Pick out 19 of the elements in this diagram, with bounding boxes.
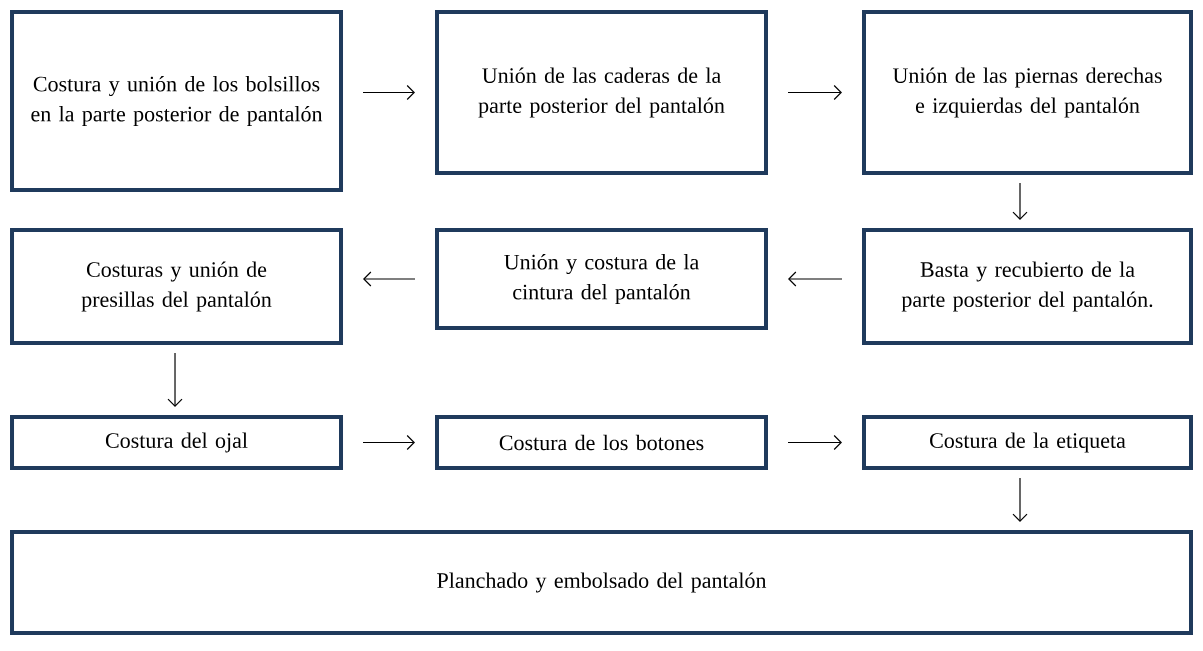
process-box: Costura del ojal	[10, 415, 343, 470]
process-box: Unión de las piernas derechas e izquierdas del pantalón	[862, 10, 1193, 175]
process-box: Costura de los botones	[435, 415, 768, 470]
process-box: Costuras y unión de presillas del pantalón	[10, 228, 343, 345]
arrow	[362, 434, 415, 451]
process-box: Unión de las caderas de la parte posterior del pantalón	[435, 10, 768, 175]
arrow	[1012, 477, 1028, 522]
process-box: Planchado y embolsado del pantalón	[10, 530, 1193, 635]
arrow	[167, 352, 183, 407]
arrow	[787, 84, 842, 101]
process-box: Costura de la etiqueta	[862, 415, 1193, 470]
process-box: Unión y costura de la cintura del pantalón	[435, 228, 768, 330]
process-box: Costura y unión de los bolsillos en la parte posterior de pantalón	[10, 10, 343, 192]
arrow	[362, 84, 415, 101]
arrow	[1012, 182, 1028, 220]
arrow	[788, 271, 843, 287]
process-box: Basta y recubierto de la parte posterior del pantalón.	[862, 228, 1193, 345]
arrow	[787, 434, 842, 451]
arrow	[363, 271, 416, 287]
